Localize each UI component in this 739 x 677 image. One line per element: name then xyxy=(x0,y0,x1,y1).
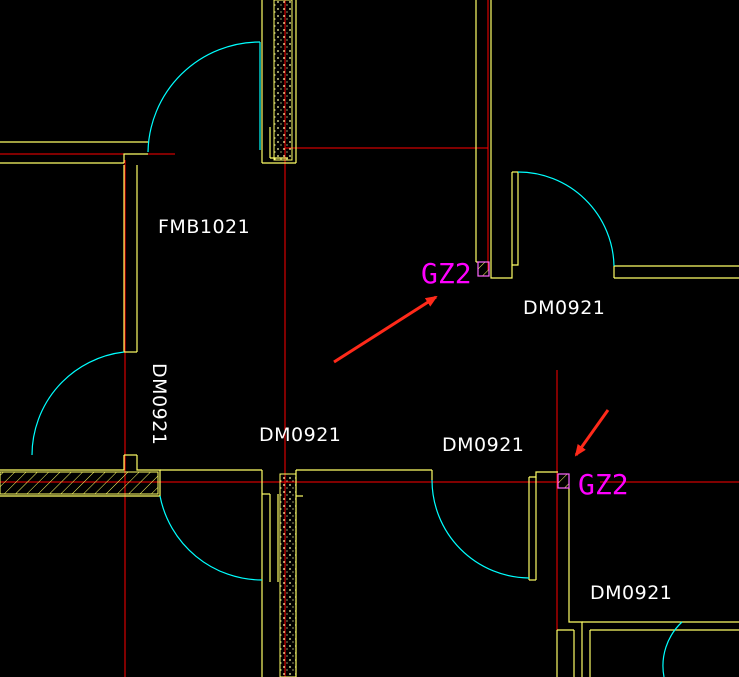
label-dm0921-right-upper: DM0921 xyxy=(523,297,605,319)
label-dm0921-left-vertical: DM0921 xyxy=(148,363,170,445)
column-gz2-lower-marker[interactable] xyxy=(557,473,570,489)
label-fmb1021: FMB1021 xyxy=(158,216,250,238)
hatched-walls xyxy=(0,0,297,677)
label-dm0921-lower-right: DM0921 xyxy=(590,582,672,604)
door-arc-top xyxy=(147,41,261,153)
label-dm0921-lower-middle: DM0921 xyxy=(442,434,524,456)
arrow-to-gz2-lower xyxy=(574,409,610,457)
label-gz2-lower: GZ2 xyxy=(578,468,629,501)
door-arc-bottom-middle xyxy=(431,479,530,579)
door-arc-right-upper xyxy=(517,171,615,267)
arrow-to-gz2-upper xyxy=(333,295,438,364)
label-dm0921-center: DM0921 xyxy=(259,424,341,446)
column-gz2-upper-marker[interactable] xyxy=(477,261,490,277)
door-arc-bottom-left xyxy=(159,495,263,581)
label-gz2-upper: GZ2 xyxy=(421,257,472,290)
door-arc-bottom-right xyxy=(662,621,683,677)
door-swings xyxy=(31,41,683,677)
annotation-arrows xyxy=(333,295,610,457)
columns xyxy=(477,261,570,489)
door-arc-left xyxy=(31,351,125,456)
